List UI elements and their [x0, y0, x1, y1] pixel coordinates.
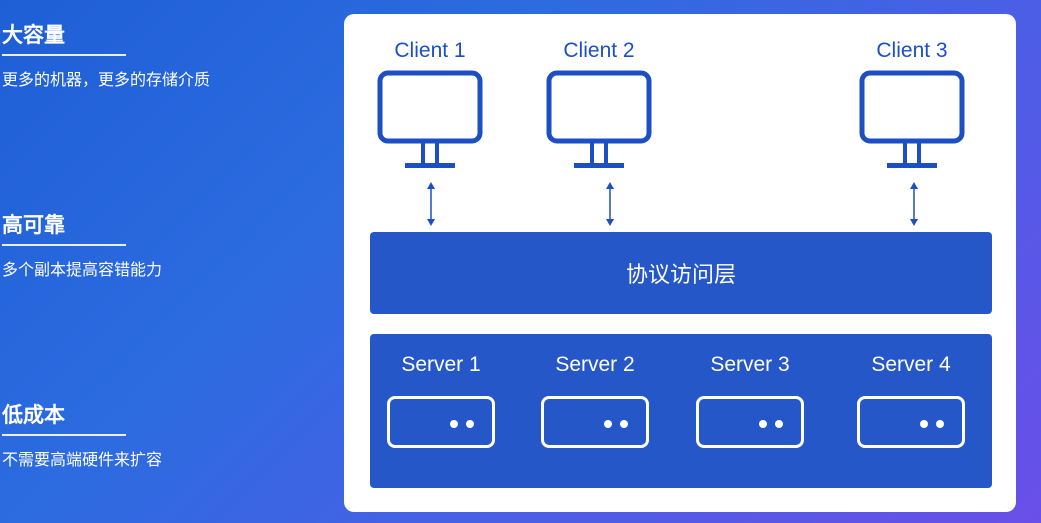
server-led — [466, 420, 474, 428]
server-1: Server 1 — [371, 352, 511, 448]
server-led — [759, 420, 767, 428]
bidirectional-arrow-icon — [910, 182, 918, 226]
server-led — [604, 420, 612, 428]
server-icon — [696, 396, 804, 448]
server-label: Server 1 — [401, 353, 481, 376]
feature-underline — [2, 54, 126, 56]
server-4: Server 4 — [841, 352, 981, 448]
server-icon — [541, 396, 649, 448]
feature-reliability: 高可靠 多个副本提高容错能力 — [2, 212, 162, 280]
server-label: Server 4 — [871, 353, 951, 376]
feature-capacity: 大容量 更多的机器，更多的存储介质 — [2, 22, 210, 90]
feature-desc: 更多的机器，更多的存储介质 — [2, 70, 211, 89]
feature-desc: 不需要高端硬件来扩容 — [2, 450, 163, 469]
server-led — [920, 420, 928, 428]
architecture-panel: Client 1 Client 2 Client 3 — [344, 14, 1016, 512]
protocol-layer-label: 协议访问层 — [625, 263, 736, 288]
bidirectional-arrow-icon — [427, 182, 435, 226]
server-icon — [857, 396, 965, 448]
server-cluster: Server 1 Server 2 Server 3 Server 4 — [370, 334, 992, 488]
feature-title: 大容量 — [2, 23, 65, 47]
server-led — [775, 420, 783, 428]
feature-underline — [2, 244, 126, 246]
feature-desc: 多个副本提高容错能力 — [2, 260, 163, 279]
monitor-icon — [377, 70, 483, 168]
server-label: Server 3 — [710, 353, 790, 376]
server-led — [450, 420, 458, 428]
protocol-access-layer: 协议访问层 — [370, 232, 992, 314]
feature-cost: 低成本 不需要高端硬件来扩容 — [2, 402, 162, 470]
feature-underline — [2, 434, 126, 436]
client-label: Client 2 — [563, 39, 635, 62]
client-label: Client 3 — [876, 39, 948, 62]
monitor-icon — [546, 70, 652, 168]
server-icon — [387, 396, 495, 448]
monitor-icon — [859, 70, 965, 168]
server-led — [936, 420, 944, 428]
server-led — [620, 420, 628, 428]
server-2: Server 2 — [525, 352, 665, 448]
client-1: Client 1 — [370, 38, 490, 174]
client-label: Client 1 — [394, 39, 466, 62]
client-3: Client 3 — [852, 38, 972, 174]
client-2: Client 2 — [539, 38, 659, 174]
bidirectional-arrow-icon — [606, 182, 614, 226]
feature-title: 低成本 — [2, 403, 65, 427]
server-3: Server 3 — [680, 352, 820, 448]
feature-title: 高可靠 — [2, 213, 65, 237]
server-label: Server 2 — [555, 353, 635, 376]
